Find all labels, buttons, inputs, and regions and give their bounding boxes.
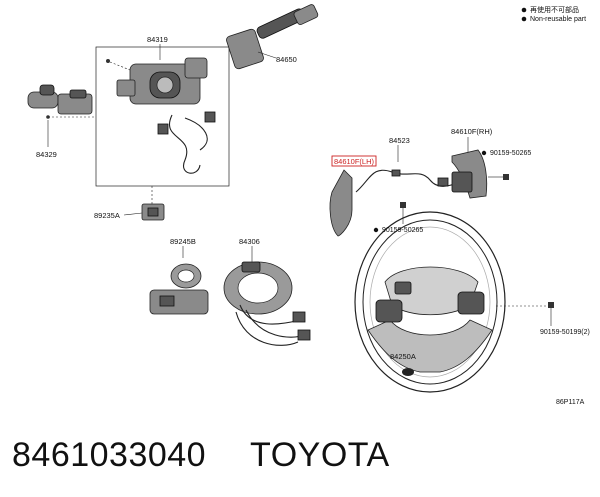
paddle-shift-lh-icon	[329, 169, 353, 237]
footer-caption: 8461033040 TOYOTA	[12, 436, 390, 475]
screw-icon	[400, 202, 406, 224]
label-84329: 84329	[36, 150, 57, 159]
label-89245B: 89245B	[170, 237, 196, 246]
label-84610F-RH: 84610F(RH)	[451, 127, 493, 136]
legend-text-en: Non-reusable part	[530, 16, 586, 23]
non-reusable-marker-icon	[521, 7, 527, 13]
label-84523: 84523	[389, 136, 410, 145]
brand-name: TOYOTA	[250, 436, 390, 474]
wiper-switch-icon	[226, 4, 319, 70]
label-84650: 84650	[276, 55, 297, 64]
label-84306: 84306	[239, 237, 260, 246]
legend-text-jp: 再使用不可部品	[530, 5, 579, 14]
paddle-wire-harness-icon	[355, 169, 461, 193]
steering-sensor-icon	[141, 203, 165, 221]
combination-switch-box	[95, 46, 230, 187]
label-90159-50265-lower: 90159-50265	[382, 227, 423, 234]
label-89235A: 89235A	[94, 211, 120, 220]
legend: 再使用不可部品 Non-reusable part	[521, 5, 586, 23]
screw-icon	[488, 174, 509, 180]
label-84250A: 84250A	[390, 352, 416, 361]
figure-code: 86P117A	[556, 399, 585, 406]
steering-wheel-icon	[354, 211, 506, 393]
label-84319: 84319	[147, 35, 168, 44]
part-number: 8461033040	[12, 436, 207, 474]
yaw-rate-sensor-icon	[149, 263, 209, 315]
screw-icon	[548, 302, 554, 308]
non-reusable-marker-icon	[521, 16, 527, 22]
label-90159-50265-upper: 90159-50265	[490, 150, 531, 157]
headlight-switch-icon	[27, 84, 93, 115]
label-84610F-LH: 84610F(LH)	[334, 157, 375, 166]
spiral-cable-icon	[223, 261, 311, 346]
paddle-shift-rh-icon	[451, 149, 488, 199]
highlight-box-84610F-LH	[331, 155, 377, 167]
parts-diagram: 再使用不可部品 Non-reusable part 84319 84650 84…	[27, 4, 590, 406]
label-90159-50199: 90159-50199(2)	[540, 329, 590, 336]
spiral-cable-with-sensor-icon	[116, 57, 216, 174]
